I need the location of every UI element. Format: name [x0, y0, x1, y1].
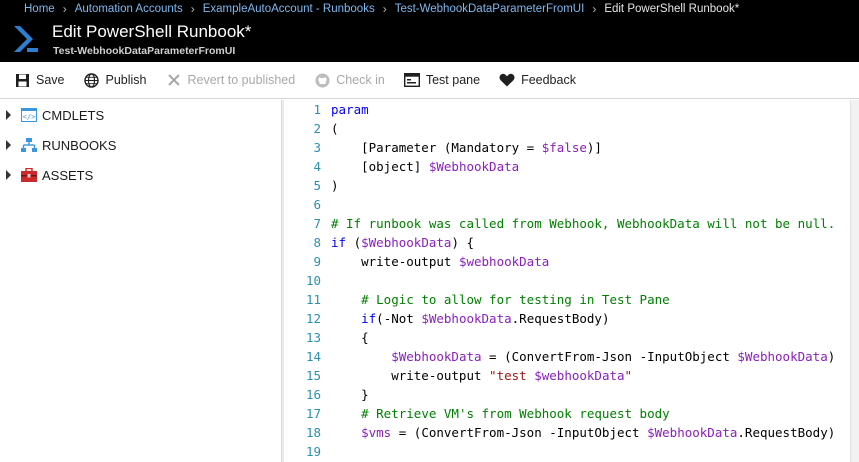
tree-item-assets[interactable]: ASSETS [0, 165, 93, 185]
line-number: 8 [313, 235, 321, 250]
runbook-icon [21, 138, 37, 152]
cmdlet-icon: </> [21, 108, 37, 122]
save-label: Save [36, 73, 65, 87]
breadcrumb-separator-icon: › [592, 2, 597, 16]
code-line[interactable]: # If runbook was called from Webhook, We… [331, 216, 836, 231]
publish-label: Publish [105, 73, 147, 87]
heart-icon [499, 72, 515, 88]
code-line[interactable]: param [331, 102, 369, 117]
line-number: 1 [313, 102, 321, 117]
save-button[interactable]: Save [14, 72, 65, 88]
pane-splitter[interactable] [281, 100, 284, 462]
line-number: 14 [305, 349, 321, 364]
breadcrumb-home[interactable]: Home [24, 3, 55, 15]
line-number: 19 [305, 444, 321, 459]
code-line[interactable]: } [331, 387, 369, 402]
test-pane-label: Test pane [425, 73, 481, 87]
line-number: 4 [313, 159, 321, 174]
feedback-button[interactable]: Feedback [499, 72, 576, 88]
code-line[interactable]: write-output $webhookData [331, 254, 550, 269]
feedback-label: Feedback [521, 73, 576, 87]
breadcrumb-runbook[interactable]: Test-WebhookDataParameterFromUI [394, 3, 585, 15]
code-line[interactable]: # Retrieve VM's from Webhook request bod… [361, 406, 670, 421]
breadcrumb-separator-icon: › [382, 2, 387, 16]
line-number: 3 [313, 140, 321, 155]
github-icon [314, 72, 330, 88]
line-number: 10 [305, 273, 321, 288]
breadcrumb-runbooks[interactable]: ExampleAutoAccount - Runbooks [202, 3, 375, 15]
caret-right-icon[interactable] [6, 170, 11, 180]
code-line[interactable]: if(-Not $WebhookData.RequestBody) [361, 311, 610, 326]
code-line[interactable]: $WebhookData = (ConvertFrom-Json -InputO… [391, 349, 836, 364]
tree-label-cmdlets: CMDLETS [42, 107, 105, 123]
line-number: 9 [313, 254, 321, 269]
blade-header: Edit PowerShell Runbook* Test-WebhookDat… [0, 18, 859, 62]
line-number: 11 [305, 292, 321, 307]
code-line[interactable]: $vms = (ConvertFrom-Json -InputObject $W… [361, 425, 836, 440]
code-line[interactable]: # Logic to allow for testing in Test Pan… [361, 292, 670, 307]
check-in-button[interactable]: Check in [314, 72, 385, 88]
line-number: 12 [305, 311, 321, 326]
publish-button[interactable]: Publish [84, 72, 147, 88]
line-number: 15 [305, 368, 321, 383]
line-number: 5 [313, 178, 321, 193]
toolbox-icon [21, 168, 37, 182]
page-subtitle: Test-WebhookDataParameterFromUI [53, 45, 236, 57]
test-pane-icon [403, 72, 420, 88]
check-in-label: Check in [336, 73, 385, 87]
line-number: 13 [305, 330, 321, 345]
page-title: Edit PowerShell Runbook* [52, 22, 252, 41]
powershell-logo-icon [14, 26, 38, 52]
line-number: 7 [313, 216, 321, 231]
line-number: 18 [305, 425, 321, 440]
tree-item-cmdlets[interactable]: </> CMDLETS [0, 105, 104, 125]
code-line[interactable]: ( [331, 121, 339, 136]
tree-label-assets: ASSETS [42, 167, 94, 183]
breadcrumb: Home › Automation Accounts › ExampleAuto… [0, 0, 859, 18]
breadcrumb-current: Edit PowerShell Runbook* [604, 3, 740, 15]
tree-label-runbooks: RUNBOOKS [42, 137, 117, 153]
library-tree: </> CMDLETS RUNBOOKS ASSETS [0, 100, 280, 462]
caret-right-icon[interactable] [6, 140, 11, 150]
revert-label: Revert to published [187, 73, 296, 87]
code-line[interactable]: write-output "test $webhookData" [331, 368, 633, 383]
caret-right-icon[interactable] [6, 110, 11, 120]
breadcrumb-separator-icon: › [190, 2, 195, 16]
command-bar: Save Publish Revert to published Check i… [0, 62, 859, 99]
line-number: 16 [305, 387, 321, 402]
code-line[interactable]: [Parameter (Mandatory = $false)] [331, 140, 602, 155]
revert-to-published-button[interactable]: Revert to published [166, 72, 296, 88]
code-line[interactable]: ) [331, 178, 339, 193]
close-icon [166, 72, 182, 88]
tree-item-runbooks[interactable]: RUNBOOKS [0, 135, 116, 155]
breadcrumb-separator-icon: › [62, 2, 67, 16]
editor-scrollbar[interactable] [850, 100, 859, 462]
code-line[interactable]: if ($WebhookData) { [331, 235, 475, 250]
code-line[interactable]: { [331, 330, 369, 345]
line-number: 2 [313, 121, 321, 136]
test-pane-button[interactable]: Test pane [403, 72, 481, 88]
save-icon [14, 72, 30, 88]
globe-icon [84, 72, 100, 88]
line-number: 6 [313, 197, 321, 212]
code-line[interactable]: [object] $WebhookData [331, 159, 520, 174]
breadcrumb-automation-accounts[interactable]: Automation Accounts [74, 3, 183, 15]
svg-text:</>: </> [23, 113, 36, 121]
line-number: 17 [305, 406, 321, 421]
